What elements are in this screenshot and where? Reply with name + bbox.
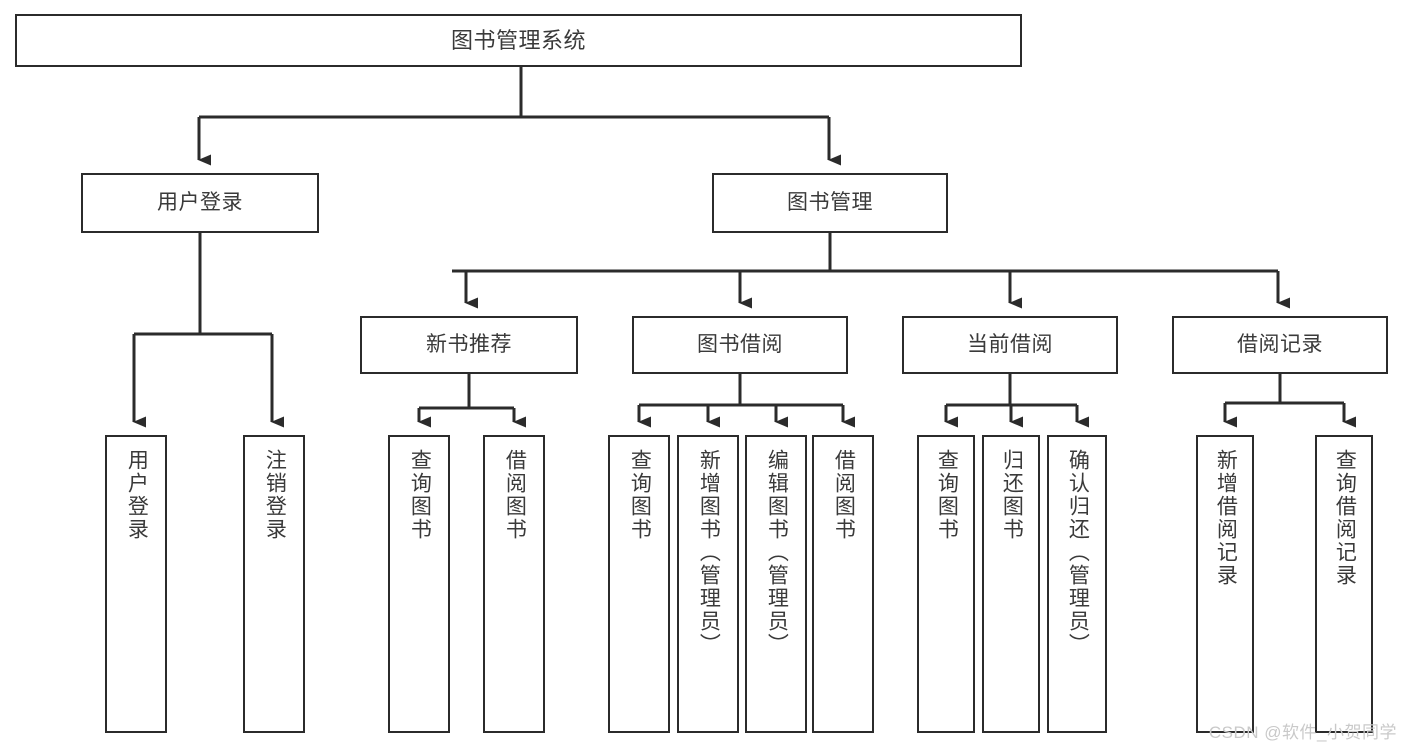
node-leaf-query-book-1[interactable]: 查询图书	[388, 435, 450, 733]
node-leaf-query-book-3[interactable]: 查询图书	[917, 435, 975, 733]
node-borrow-record[interactable]: 借阅记录	[1172, 316, 1388, 374]
node-book-borrow-label: 图书借阅	[697, 332, 783, 356]
node-leaf-add-book-label: 新增图书（管理员）	[697, 449, 721, 656]
node-leaf-query-borrow-record-label: 查询借阅记录	[1333, 449, 1357, 587]
node-new-book-recommend[interactable]: 新书推荐	[360, 316, 578, 374]
node-book-manage-label: 图书管理	[787, 190, 873, 214]
node-leaf-edit-book[interactable]: 编辑图书（管理员）	[745, 435, 807, 733]
node-leaf-logout-label: 注销登录	[263, 449, 287, 541]
node-current-borrow-label: 当前借阅	[967, 332, 1053, 356]
node-leaf-query-borrow-record[interactable]: 查询借阅记录	[1315, 435, 1373, 733]
csdn-watermark: CSDN @软件_小贺同学	[1208, 723, 1397, 742]
node-leaf-return-book-label: 归还图书	[1000, 449, 1024, 541]
node-user-login-label: 用户登录	[157, 190, 243, 214]
node-leaf-query-book-3-label: 查询图书	[935, 449, 959, 541]
node-leaf-borrow-book-1[interactable]: 借阅图书	[483, 435, 545, 733]
node-borrow-record-label: 借阅记录	[1237, 332, 1323, 356]
node-leaf-add-book[interactable]: 新增图书（管理员）	[677, 435, 739, 733]
node-leaf-return-book[interactable]: 归还图书	[982, 435, 1040, 733]
node-leaf-add-borrow-record-label: 新增借阅记录	[1214, 449, 1238, 587]
node-leaf-confirm-return[interactable]: 确认归还（管理员）	[1047, 435, 1107, 733]
node-leaf-confirm-return-label: 确认归还（管理员）	[1066, 449, 1090, 656]
node-root-system[interactable]: 图书管理系统	[15, 14, 1022, 67]
node-leaf-borrow-book-2[interactable]: 借阅图书	[812, 435, 874, 733]
node-leaf-edit-book-label: 编辑图书（管理员）	[765, 449, 789, 656]
node-leaf-user-login-label: 用户登录	[125, 449, 149, 541]
node-current-borrow[interactable]: 当前借阅	[902, 316, 1118, 374]
node-leaf-query-book-2-label: 查询图书	[628, 449, 652, 541]
node-book-manage[interactable]: 图书管理	[712, 173, 948, 233]
node-leaf-query-book-2[interactable]: 查询图书	[608, 435, 670, 733]
node-leaf-borrow-book-1-label: 借阅图书	[503, 449, 527, 541]
node-user-login[interactable]: 用户登录	[81, 173, 319, 233]
node-book-borrow[interactable]: 图书借阅	[632, 316, 848, 374]
node-root-system-label: 图书管理系统	[450, 27, 586, 53]
node-leaf-add-borrow-record[interactable]: 新增借阅记录	[1196, 435, 1254, 733]
node-leaf-user-login[interactable]: 用户登录	[105, 435, 167, 733]
node-leaf-logout[interactable]: 注销登录	[243, 435, 305, 733]
node-leaf-query-book-1-label: 查询图书	[408, 449, 432, 541]
node-leaf-borrow-book-2-label: 借阅图书	[832, 449, 856, 541]
node-new-book-recommend-label: 新书推荐	[426, 332, 512, 356]
